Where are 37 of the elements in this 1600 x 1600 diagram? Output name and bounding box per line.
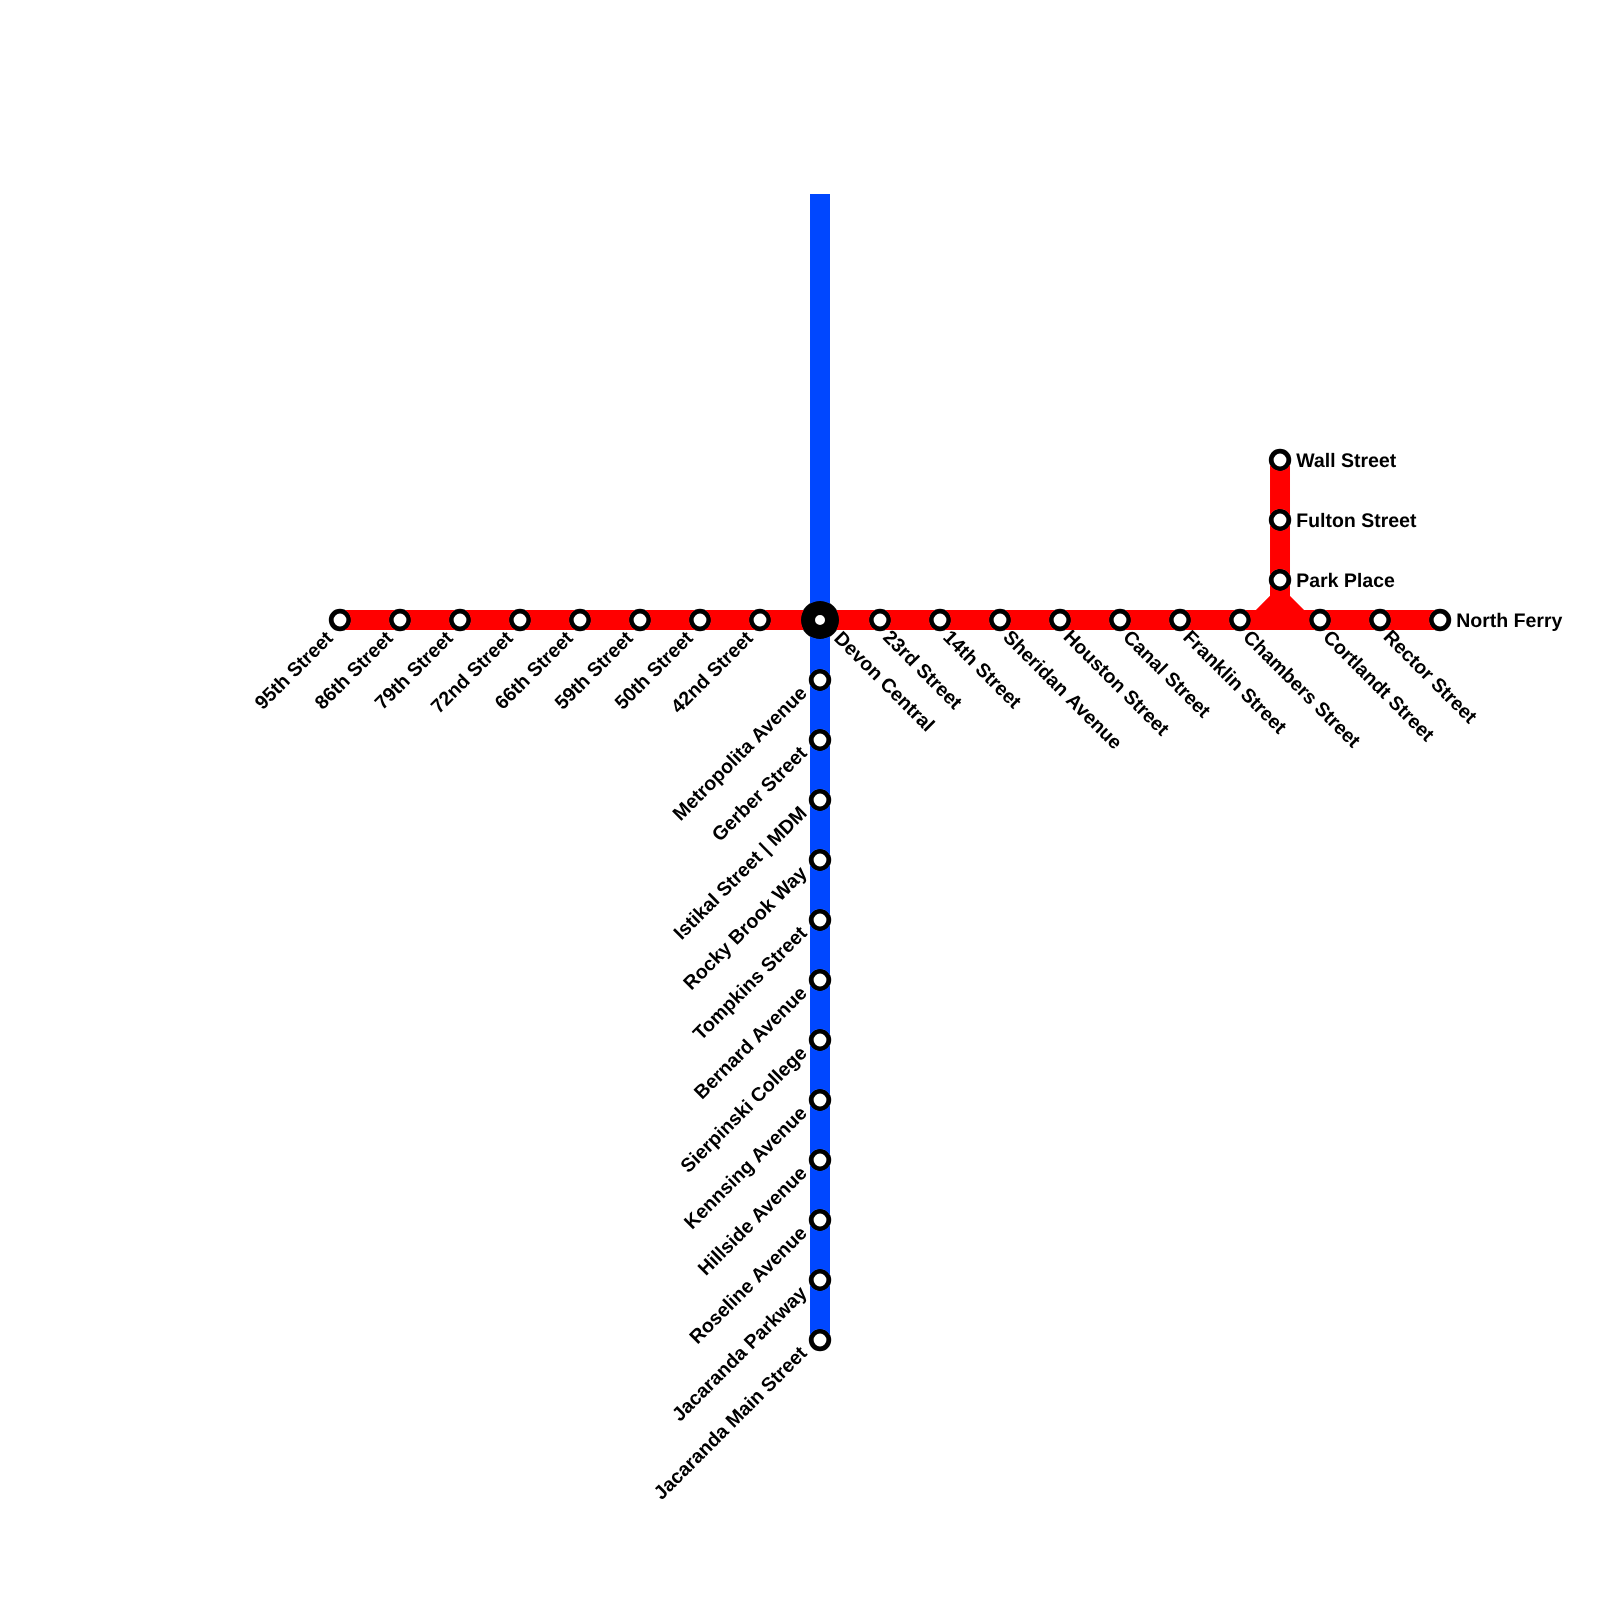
route-line xyxy=(810,1285,830,1335)
route-line xyxy=(810,194,830,604)
route-line xyxy=(1385,610,1435,630)
route-line xyxy=(810,745,830,795)
station-name: North Ferry xyxy=(1457,612,1563,632)
route-line xyxy=(465,610,515,630)
station-name: Fulton Street xyxy=(1297,512,1417,528)
route-line xyxy=(1270,585,1315,630)
route-line xyxy=(810,805,830,855)
route-line xyxy=(345,610,395,630)
station-name: Park Place xyxy=(1297,572,1395,588)
route-line xyxy=(585,610,635,630)
route-line xyxy=(810,1105,830,1155)
route-line xyxy=(945,610,995,630)
route-line xyxy=(810,1225,830,1275)
route-line xyxy=(405,610,455,630)
route-line xyxy=(810,685,830,735)
route-line xyxy=(765,610,804,630)
route-line xyxy=(810,925,830,975)
route-line xyxy=(836,610,875,630)
route-line xyxy=(1005,610,1055,630)
route-line xyxy=(1185,610,1235,630)
route-line xyxy=(1270,525,1290,575)
route-line xyxy=(810,865,830,915)
route-line xyxy=(810,1165,830,1215)
route-line xyxy=(1270,465,1290,515)
route-line xyxy=(645,610,695,630)
route-line xyxy=(810,636,830,675)
station-name: Wall Street xyxy=(1296,452,1396,468)
route-line xyxy=(810,1045,830,1095)
route-line xyxy=(810,985,830,1035)
route-line xyxy=(525,610,575,630)
route-line xyxy=(1125,610,1175,630)
route-line xyxy=(1065,610,1115,630)
route-line xyxy=(1325,610,1375,630)
route-line xyxy=(885,610,935,630)
route-line xyxy=(705,610,755,630)
